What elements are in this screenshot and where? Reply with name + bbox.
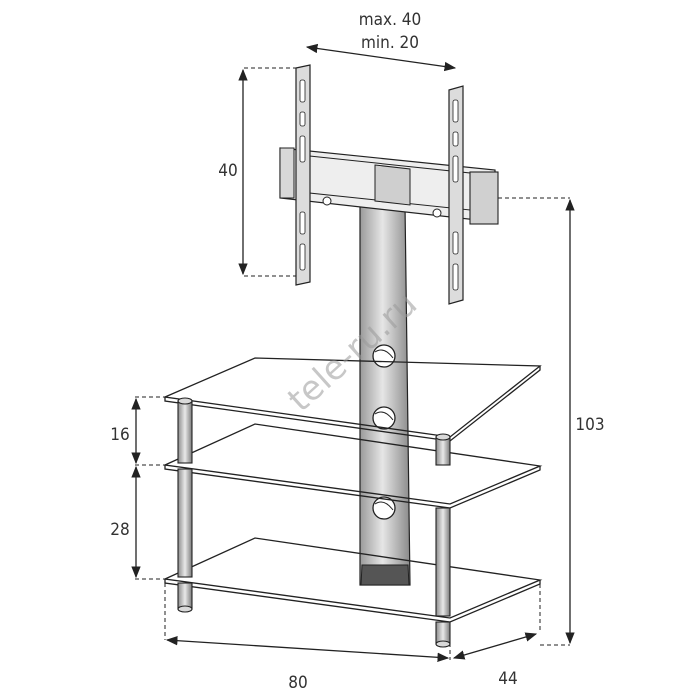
dim-depth xyxy=(452,584,541,660)
dim-width xyxy=(164,583,451,662)
dim-total-height xyxy=(498,197,575,646)
shelf-bottom xyxy=(162,537,543,623)
label-shelf-gap-top: 16 xyxy=(110,425,129,445)
vesa-rail-left xyxy=(295,64,311,286)
dim-vesa-height xyxy=(238,67,296,277)
label-vesa-width-max: max. 40 xyxy=(359,10,422,30)
vesa-rail-right xyxy=(448,85,464,305)
label-total-height: 103 xyxy=(575,415,604,435)
label-depth: 44 xyxy=(498,669,517,689)
central-column xyxy=(359,204,411,586)
dim-shelf-gap-bottom xyxy=(131,465,165,580)
label-width: 80 xyxy=(288,673,307,693)
label-vesa-height: 40 xyxy=(218,161,237,181)
label-shelf-gap-bottom: 28 xyxy=(110,520,129,540)
label-vesa-width-min: min. 20 xyxy=(361,33,419,53)
dim-vesa-width xyxy=(305,43,457,72)
dim-shelf-gap-top xyxy=(131,396,165,466)
shelf-middle xyxy=(162,423,543,509)
